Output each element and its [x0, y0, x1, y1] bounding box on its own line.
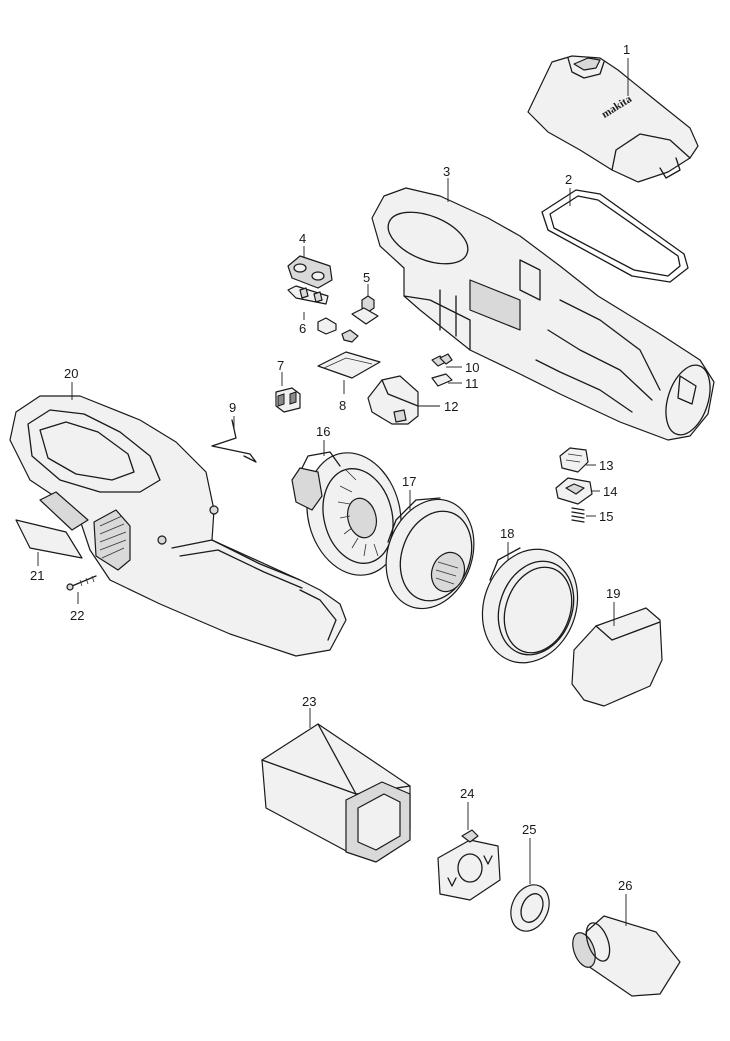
part-label-8: 8 — [339, 398, 346, 413]
part-label-16: 16 — [316, 424, 330, 439]
part-5-switch-cap — [351, 295, 379, 325]
part-label-15: 15 — [599, 509, 613, 524]
part-label-9: 9 — [229, 400, 236, 415]
part-4-seal — [287, 255, 333, 289]
part-1-top-cover: makita — [527, 55, 699, 183]
part-6-switch-bracket — [287, 285, 359, 343]
part-label-4: 4 — [299, 231, 306, 246]
part-22-screw — [66, 575, 97, 591]
part-label-17: 17 — [402, 474, 416, 489]
part-26-nozzle — [572, 915, 681, 997]
part-label-18: 18 — [500, 526, 514, 541]
part-8-circuit-board — [317, 351, 381, 379]
part-21-blade-plate — [15, 491, 89, 559]
part-label-1: 1 — [623, 42, 630, 57]
part-label-23: 23 — [302, 694, 316, 709]
part-17-filter-housing — [385, 497, 475, 610]
part-label-25: 25 — [522, 822, 536, 837]
part-19-filter-pad — [571, 607, 663, 707]
part-16-motor-fan — [291, 451, 402, 576]
part-18-filter-ring — [481, 547, 579, 664]
part-label-22: 22 — [70, 608, 84, 623]
part-label-14: 14 — [603, 484, 617, 499]
part-2-gasket — [541, 189, 689, 283]
part-label-3: 3 — [443, 164, 450, 179]
part-9-wire-spring — [211, 419, 257, 463]
part-label-13: 13 — [599, 458, 613, 473]
part-label-11: 11 — [465, 376, 479, 391]
part-label-2: 2 — [565, 172, 572, 187]
part-label-21: 21 — [30, 568, 44, 583]
part-label-5: 5 — [363, 270, 370, 285]
part-labels: 1 2 3 4 5 6 7 8 9 10 11 12 13 14 15 16 1… — [30, 42, 632, 893]
part-11-pad — [431, 373, 453, 387]
part-24-bag-holder — [437, 829, 501, 901]
part-label-26: 26 — [618, 878, 632, 893]
part-3-upper-housing — [371, 187, 715, 441]
part-label-19: 19 — [606, 586, 620, 601]
part-10-clip — [431, 353, 453, 367]
part-15-spring — [571, 507, 585, 523]
part-7-terminal — [275, 387, 301, 413]
part-label-10: 10 — [465, 360, 479, 375]
part-label-7: 7 — [277, 358, 284, 373]
part-label-20: 20 — [64, 366, 78, 381]
part-label-12: 12 — [444, 399, 458, 414]
part-label-6: 6 — [299, 321, 306, 336]
part-13-release-button — [559, 447, 589, 473]
part-20-lower-housing — [9, 395, 347, 657]
part-25-seal-ring — [510, 884, 550, 932]
part-23-dust-bag — [261, 723, 411, 863]
part-12-switch-cover — [367, 375, 419, 425]
part-label-24: 24 — [460, 786, 474, 801]
part-14-button-holder — [555, 477, 593, 505]
